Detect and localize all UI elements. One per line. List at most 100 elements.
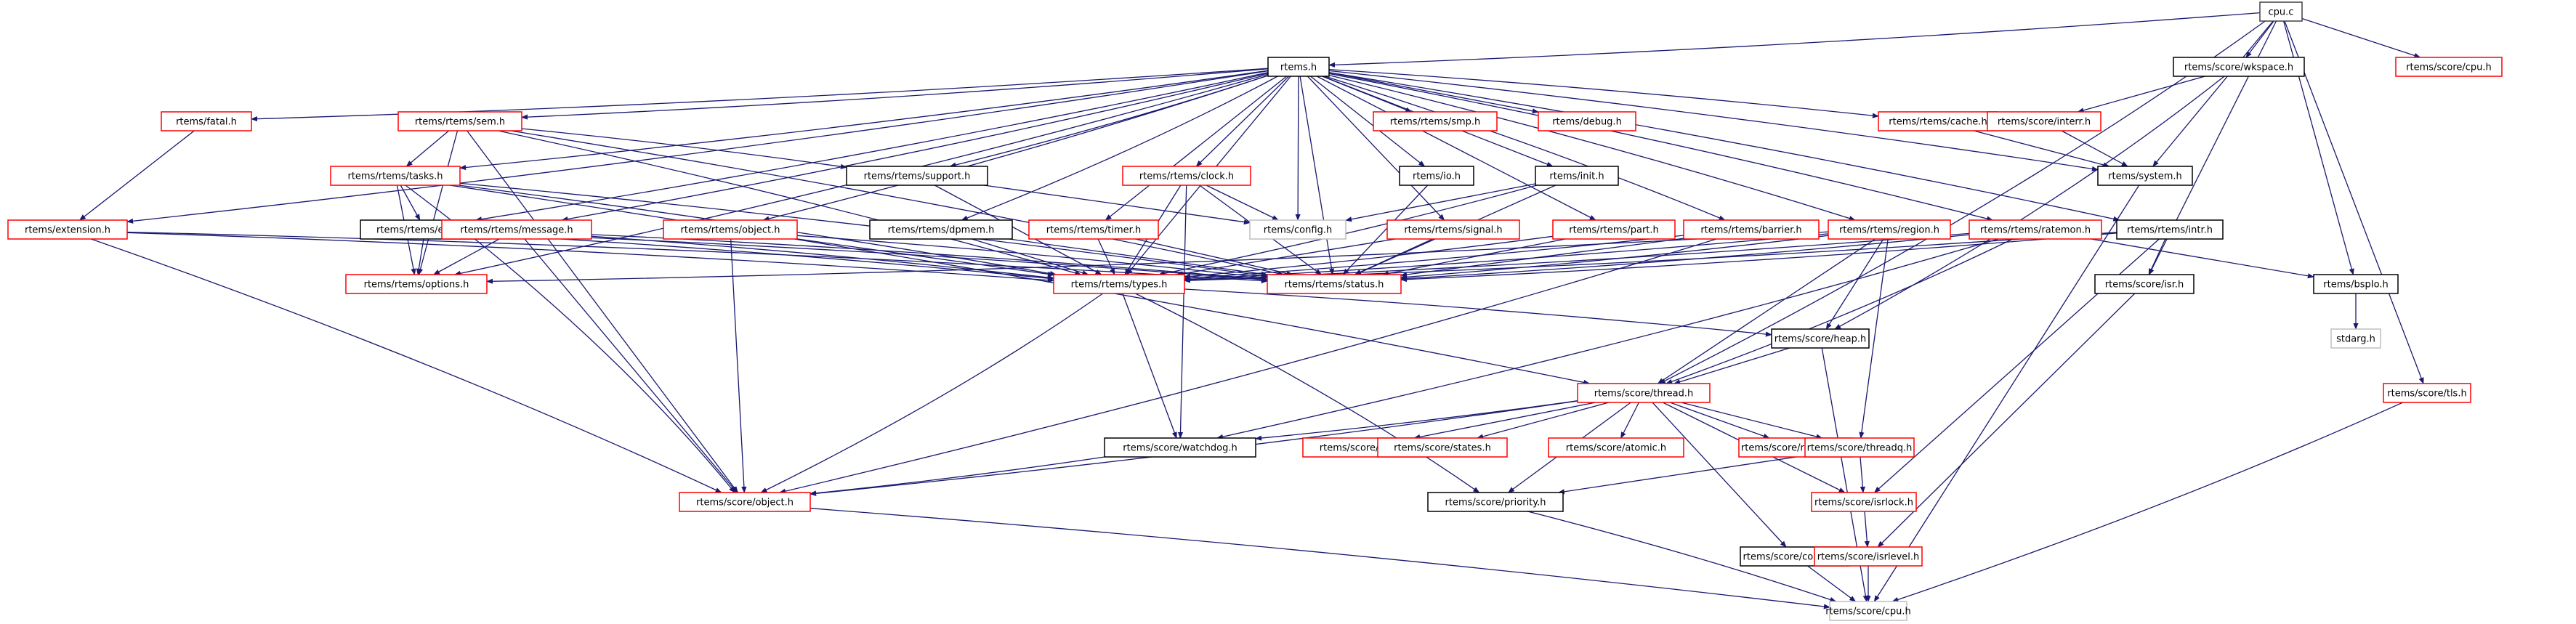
node-init[interactable]: rtems/init.h (1535, 166, 1619, 186)
node-dpmem[interactable]: rtems/rtems/dpmem.h (869, 219, 1013, 240)
edge-cpu_c-to-bspio (2282, 20, 2354, 275)
edge-event-to-status (489, 232, 1268, 283)
edge-threadq-to-priority (1557, 455, 1806, 495)
node-box (1538, 111, 1636, 131)
node-score-object[interactable]: rtems/score/object.h (679, 492, 811, 512)
edge-system-to-score_cpu (1873, 185, 2140, 602)
node-label: rtems/rtems/dpmem.h (888, 225, 995, 236)
node-threadq[interactable]: rtems/score/threadq.h (1804, 437, 1915, 458)
node-types[interactable]: rtems/rtems/types.h (1053, 274, 1185, 294)
edge-event-to-options (416, 238, 424, 275)
node-box (2097, 166, 2193, 186)
node-label: rtems/score/wkspace.h (2184, 62, 2293, 73)
node-box (1267, 274, 1402, 294)
edge-thread-to-resource (1669, 402, 1770, 439)
edge-rtems_h-to-cache (1328, 68, 1879, 118)
node-atomic[interactable]: rtems/score/atomic.h (1548, 437, 1684, 458)
node-label: rtems/rtems/sem.h (415, 117, 505, 128)
node-watchdog[interactable]: rtems/score/watchdog.h (1104, 437, 1256, 458)
node-system[interactable]: rtems/system.h (2097, 166, 2193, 186)
node-score-cpu-top[interactable]: rtems/score/cpu.h (2395, 57, 2503, 77)
node-states[interactable]: rtems/score/states.h (1377, 437, 1508, 458)
edge-rtems_h-to-ratemon (1328, 73, 1994, 222)
edge-extension-to-score_object (91, 238, 722, 493)
edge-isrlock-to-isrlevel (1864, 511, 1870, 548)
node-object[interactable]: rtems/rtems/object.h (663, 219, 798, 240)
node-box (1811, 492, 1917, 512)
node-box (2395, 57, 2503, 77)
node-box (345, 274, 488, 294)
node-options[interactable]: rtems/rtems/options.h (345, 274, 488, 294)
node-box (1987, 111, 2101, 131)
edge-cache-to-system (1974, 130, 2110, 168)
node-box (679, 492, 811, 512)
node-smp[interactable]: rtems/rtems/smp.h (1373, 111, 1498, 131)
node-part[interactable]: rtems/rtems/part.h (1552, 219, 1676, 240)
node-sem[interactable]: rtems/rtems/sem.h (397, 111, 522, 131)
node-tasks[interactable]: rtems/rtems/tasks.h (330, 166, 461, 186)
edge-region-to-thread (1657, 238, 1876, 384)
node-label: rtems/rtems/types.h (1071, 280, 1168, 291)
edge-rtems_h-to-dpmem (961, 76, 1278, 221)
edge-message-to-score_object (524, 238, 738, 493)
node-io[interactable]: rtems/io.h (1399, 166, 1474, 186)
node-debug[interactable]: rtems/debug.h (1538, 111, 1636, 131)
node-tls[interactable]: rtems/score/tls.h (2383, 383, 2471, 403)
edge-clock-to-config (1206, 185, 1279, 221)
node-priority[interactable]: rtems/score/priority.h (1427, 492, 1564, 512)
node-thread[interactable]: rtems/score/thread.h (1577, 383, 1711, 403)
node-wkspace[interactable]: rtems/score/wkspace.h (2173, 57, 2305, 77)
node-isrlock[interactable]: rtems/score/isrlock.h (1811, 492, 1917, 512)
node-signal[interactable]: rtems/rtems/signal.h (1386, 219, 1520, 240)
edge-types-to-heap (1184, 288, 1772, 337)
node-isr[interactable]: rtems/score/isr.h (2094, 274, 2195, 294)
node-box (330, 166, 461, 186)
edge-timer-to-types (1097, 238, 1115, 275)
node-extension[interactable]: rtems/extension.h (7, 219, 128, 240)
node-label: rtems/extension.h (25, 225, 110, 236)
node-label: rtems/rtems/support.h (864, 171, 971, 182)
node-label: rtems/rtems/signal.h (1404, 225, 1502, 236)
node-clock[interactable]: rtems/rtems/clock.h (1122, 166, 1251, 186)
node-bspio[interactable]: rtems/bspIo.h (2313, 274, 2399, 294)
node-label: rtems/rtems/timer.h (1046, 225, 1141, 236)
node-cache[interactable]: rtems/rtems/cache.h (1878, 111, 1998, 131)
edge-extension-to-types (126, 232, 1054, 283)
node-support[interactable]: rtems/rtems/support.h (846, 166, 988, 186)
edge-message-to-options (433, 238, 500, 275)
edge-heap-to-score_cpu (1821, 347, 1868, 602)
edge-rtems_h-to-timer (1105, 76, 1288, 221)
node-box (1249, 219, 1346, 240)
node-isrlevel[interactable]: rtems/score/isrlevel.h (1814, 546, 1923, 567)
node-region[interactable]: rtems/rtems/region.h (1828, 219, 1951, 240)
edge-intr-to-status (1400, 232, 2117, 283)
node-fatal[interactable]: rtems/fatal.h (161, 111, 252, 131)
edge-sem-to-support (521, 128, 847, 169)
node-intr[interactable]: rtems/rtems/intr.h (2116, 219, 2224, 240)
node-interr[interactable]: rtems/score/interr.h (1987, 111, 2101, 131)
edge-barrier-to-score_object (779, 238, 1717, 494)
node-status[interactable]: rtems/rtems/status.h (1267, 274, 1402, 294)
edge-cpu_c-to-score_cpu_top (2301, 17, 2421, 58)
node-label: rtems/rtems/intr.h (2127, 225, 2213, 236)
edge-priority-to-score_cpu (1527, 511, 1837, 602)
node-message[interactable]: rtems/rtems/message.h (441, 219, 592, 240)
node-cpu-c[interactable]: cpu.c (2259, 1, 2303, 22)
edge-sem-to-types (498, 130, 1082, 276)
edge-types-to-score_object (760, 293, 1104, 493)
node-rtems-h[interactable]: rtems.h (1267, 57, 1330, 77)
node-label: rtems/score/tls.h (2387, 389, 2466, 400)
edge-rtems_h-to-object (762, 75, 1269, 222)
edge-thread-to-states (1477, 402, 1610, 439)
node-box (1577, 383, 1711, 403)
node-box (1399, 166, 1474, 186)
edge-support-to-types (934, 185, 1102, 275)
node-timer[interactable]: rtems/rtems/timer.h (1028, 219, 1159, 240)
node-heap[interactable]: rtems/score/heap.h (1771, 328, 1870, 349)
node-label: cpu.c (2269, 7, 2294, 18)
edge-isr-to-isrlevel (1877, 293, 2136, 548)
node-score-cpu: rtems/score/cpu.h (1825, 601, 1911, 621)
node-ratemon[interactable]: rtems/rtems/ratemon.h (1969, 219, 2102, 240)
node-barrier[interactable]: rtems/rtems/barrier.h (1683, 219, 1820, 240)
node-label: rtems/debug.h (1552, 117, 1622, 128)
